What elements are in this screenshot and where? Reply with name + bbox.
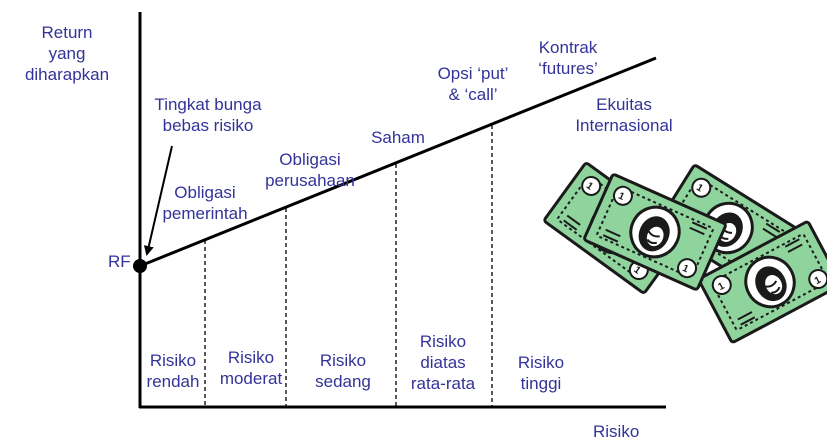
y-axis-label: Return yang diharapkan: [24, 23, 110, 84]
rf-point: [133, 259, 147, 273]
risk-level-tinggi: Risiko tinggi: [517, 353, 565, 393]
money-bills-icon: [542, 160, 827, 345]
instrument-obligasi-perusahaan: Obligasi perusahaan: [265, 150, 355, 190]
risk-level-moderat: Risiko moderat: [219, 348, 283, 388]
risk-free-note: Tingkat bunga bebas risiko: [154, 95, 262, 135]
instrument-ekuitas-internasional: Ekuitas Internasional: [575, 95, 673, 135]
instrument-obligasi-pemerintah: Obligasi pemerintah: [162, 183, 248, 223]
instrument-kontrak-futures: Kontrak ‘futures’: [538, 38, 598, 78]
risk-level-diatas-rata-rata: Risiko diatas rata-rata: [410, 332, 476, 393]
origin-label: RF: [108, 252, 131, 271]
risk-free-arrow: [143, 145, 173, 256]
risk-level-rendah: Risiko rendah: [146, 351, 200, 391]
instrument-opsi: Opsi ‘put’ & ‘call’: [437, 64, 509, 104]
risk-level-sedang: Risiko sedang: [315, 351, 371, 391]
x-axis-label: Risiko: [593, 422, 640, 441]
instrument-saham: Saham: [371, 128, 425, 147]
risk-return-line: [139, 56, 657, 268]
